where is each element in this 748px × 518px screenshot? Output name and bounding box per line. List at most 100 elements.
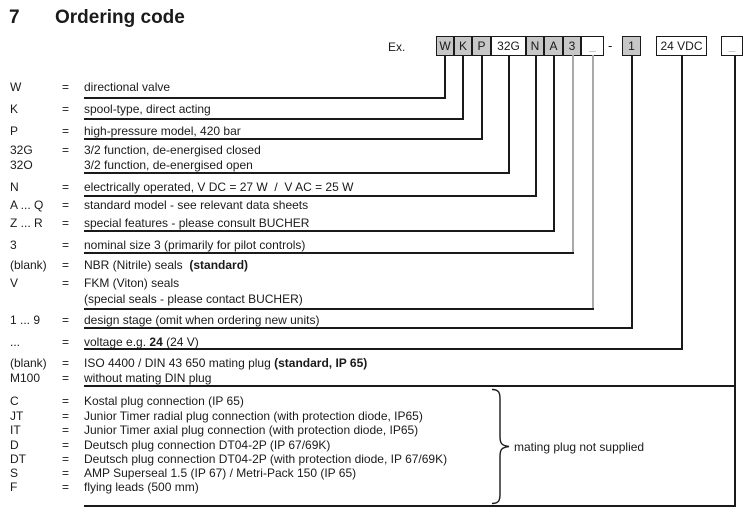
code-box-k: K bbox=[454, 36, 472, 56]
row-description: 3/2 function, de-energised open bbox=[84, 158, 253, 172]
row-description: Deutsch plug connection DT04-2P (with pr… bbox=[84, 452, 448, 466]
code-box-n: N bbox=[526, 36, 544, 56]
row-description: standard model - see relevant data sheet… bbox=[84, 198, 309, 212]
code-box-24vdc: 24 VDC bbox=[656, 36, 707, 56]
code-box-1: 1 bbox=[622, 36, 641, 56]
row-equals: = bbox=[62, 335, 70, 349]
row-description: Junior Timer radial plug connection (wit… bbox=[84, 409, 423, 423]
row-equals: = bbox=[62, 216, 70, 230]
row-equals: = bbox=[62, 313, 70, 327]
row-description: high-pressure model, 420 bar bbox=[84, 124, 241, 138]
row-code: A ... Q bbox=[10, 198, 44, 212]
row-equals: = bbox=[62, 198, 70, 212]
section-number: 7 bbox=[9, 7, 20, 28]
underline bbox=[84, 308, 594, 310]
row-equals: = bbox=[62, 394, 70, 408]
row-equals: = bbox=[62, 480, 70, 494]
row-code: ... bbox=[10, 335, 21, 349]
code-box-w: W bbox=[436, 36, 454, 56]
row-code: (blank) bbox=[10, 258, 47, 272]
connector-line bbox=[553, 55, 555, 232]
underline bbox=[84, 195, 537, 197]
example-label: Ex. bbox=[388, 40, 406, 54]
row-description: Kostal plug connection (IP 65) bbox=[84, 394, 244, 408]
row-description: nominal size 3 (primarily for pilot cont… bbox=[84, 238, 306, 252]
row-code: M100 bbox=[10, 371, 41, 385]
code-box-3: 3 bbox=[563, 36, 581, 56]
row-equals: = bbox=[62, 143, 70, 157]
row-description: FKM (Viton) seals bbox=[84, 276, 180, 290]
row-description: voltage e.g. 24 (24 V) bbox=[84, 335, 199, 349]
row-description: spool-type, direct acting bbox=[84, 102, 211, 116]
row-code: IT bbox=[10, 423, 21, 437]
code-box-p: P bbox=[472, 36, 491, 56]
row-description: directional valve bbox=[84, 80, 171, 94]
code-separator-dash: - bbox=[608, 38, 613, 53]
grouping-brace bbox=[491, 388, 510, 505]
row-description: design stage (omit when ordering new uni… bbox=[84, 313, 320, 327]
code-box-: _ bbox=[581, 36, 604, 56]
underline bbox=[84, 348, 683, 350]
row-code: D bbox=[10, 438, 19, 452]
row-equals: = bbox=[62, 423, 70, 437]
row-code: P bbox=[10, 124, 19, 138]
row-description: electrically operated, V DC = 27 W / V A… bbox=[84, 180, 354, 194]
connector-line bbox=[572, 55, 574, 254]
row-code: 1 ... 9 bbox=[10, 313, 41, 327]
row-code: 3 bbox=[10, 238, 17, 252]
row-equals: = bbox=[62, 452, 70, 466]
row-description: ISO 4400 / DIN 43 650 mating plug (stand… bbox=[84, 356, 368, 370]
row-description: without mating DIN plug bbox=[84, 371, 212, 385]
row-description: NBR (Nitrile) seals (standard) bbox=[84, 258, 249, 272]
row-equals: = bbox=[62, 409, 70, 423]
row-equals: = bbox=[62, 180, 70, 194]
underline bbox=[84, 172, 510, 174]
connector-line bbox=[444, 55, 446, 99]
row-code: W bbox=[10, 80, 22, 94]
row-equals: = bbox=[62, 356, 70, 370]
connector-line bbox=[508, 55, 510, 174]
row-equals: = bbox=[62, 124, 70, 138]
row-code: (blank) bbox=[10, 356, 47, 370]
underline bbox=[84, 97, 446, 99]
row-code: N bbox=[10, 180, 19, 194]
underline bbox=[84, 327, 633, 329]
row-equals: = bbox=[62, 371, 70, 385]
connector-line bbox=[681, 55, 683, 350]
row-equals: = bbox=[62, 238, 70, 252]
row-code: 32O bbox=[10, 158, 33, 172]
row-code: C bbox=[10, 394, 19, 408]
row-code: S bbox=[10, 466, 19, 480]
row-code: 32G bbox=[10, 143, 33, 157]
code-box-: _ bbox=[721, 36, 743, 56]
row-equals: = bbox=[62, 102, 70, 116]
connector-line bbox=[481, 55, 483, 140]
connector-line bbox=[592, 55, 594, 310]
connector-line bbox=[734, 55, 736, 507]
connector-line bbox=[535, 55, 537, 197]
connector-line bbox=[631, 55, 633, 329]
row-code: F bbox=[10, 480, 18, 494]
page-title: Ordering code bbox=[55, 7, 185, 28]
row-equals: = bbox=[62, 258, 70, 272]
row-equals: = bbox=[62, 80, 70, 94]
underline bbox=[84, 505, 736, 507]
section-title: 7 Ordering code bbox=[9, 7, 185, 29]
row-description: special features - please consult BUCHER bbox=[84, 216, 310, 230]
underline bbox=[84, 230, 555, 232]
row-equals: = bbox=[62, 466, 70, 480]
row-code: DT bbox=[10, 452, 26, 466]
row-equals: = bbox=[62, 276, 70, 290]
row-description: AMP Superseal 1.5 (IP 67) / Metri-Pack 1… bbox=[84, 466, 357, 480]
connector-line bbox=[462, 55, 464, 120]
row-description: flying leads (500 mm) bbox=[84, 480, 199, 494]
row-code: Z ... R bbox=[10, 216, 43, 230]
row-code: V bbox=[10, 276, 19, 290]
row-description: (special seals - please contact BUCHER) bbox=[84, 292, 303, 306]
row-code: K bbox=[10, 102, 19, 116]
code-box-32g: 32G bbox=[491, 36, 526, 56]
row-description: Deutsch plug connection DT04-2P (IP 67/6… bbox=[84, 438, 331, 452]
row-description: 3/2 function, de-energised closed bbox=[84, 143, 261, 157]
underline bbox=[84, 385, 736, 387]
